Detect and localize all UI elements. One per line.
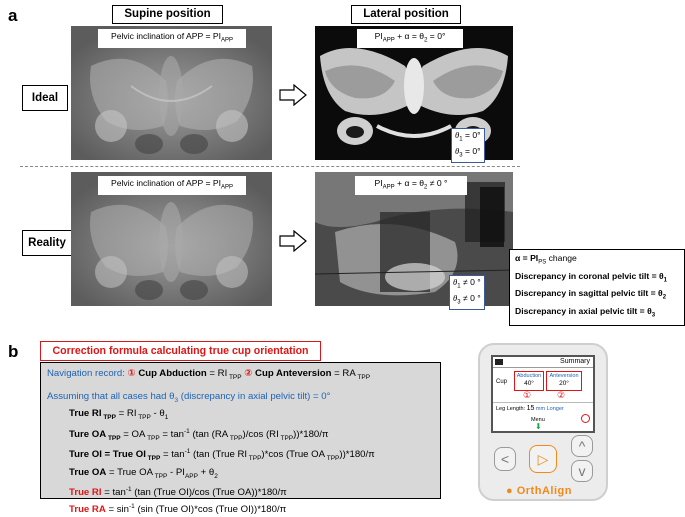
reality-supine-caption: Pelvic inclination of APP = PIAPP [98,176,246,195]
formula-line-2: Ture OA TPP = OA TPP = tan-1 (tan (RA TP… [47,425,434,446]
panel-b-letter: b [8,342,18,362]
screen-cup-label: Cup [496,379,507,385]
lateral-header: Lateral position [351,5,461,24]
assumption-line: Assuming that all cases had θ3 (discrepa… [47,390,434,408]
leg-length-readout: Leg Length: 15 mm Longer [496,405,564,412]
formula-line-3: Ture OI = True OI TPP = tan-1 (tan (True… [47,445,434,466]
abduction-marker: ① [523,390,531,401]
left-button[interactable]: < [494,447,516,471]
row-divider [20,166,520,167]
up-button[interactable]: ^ [571,435,593,457]
ideal-arrow-icon [279,84,307,111]
down-button[interactable]: v [571,460,593,482]
formula-title: Correction formula calculating true cup … [40,341,321,361]
menu-down-arrow-icon: ⬇ [535,423,542,431]
ideal-supine-caption: Pelvic inclination of APP = PIAPP [98,29,246,48]
definitions-legend: α = PIPS change Discrepancy in coronal p… [509,249,685,326]
navigation-record: Navigation record: ① Cup Abduction = RI … [47,367,434,385]
reality-arrow-icon [279,230,307,257]
formula-line-4: True OA = True OA TPP - PIAPP + θ2 [47,466,434,484]
formula-box: Navigation record: ① Cup Abduction = RI … [40,362,441,499]
clock-icon [581,414,590,423]
reality-theta-box: θ1 ≠ 0 ° θ3 ≠ 0 ° [449,275,485,310]
reality-lateral-caption: PIAPP + α = θ2 ≠ 0 ° [355,176,467,195]
orthalign-brand: ● OrthAlign [506,485,572,497]
ideal-lateral-caption: PIAPP + α = θ2 = 0° [357,29,463,48]
ideal-theta-box: θ1 = 0° θ3 = 0° [451,128,485,163]
panel-a-letter: a [8,6,17,26]
supine-header: Supine position [112,5,223,24]
formula-line-1: True RI TPP = RI TPP - θ1 [47,407,434,425]
reality-label: Reality [22,230,72,256]
screen-summary-title: Summary [560,358,590,365]
anteversion-marker: ② [557,390,565,401]
ideal-label: Ideal [22,85,68,111]
play-button[interactable]: ▷ [529,445,557,473]
formula-line-5: True RI = tan-1 (tan (True OI)/cos (True… [47,483,434,500]
battery-icon [495,359,503,365]
